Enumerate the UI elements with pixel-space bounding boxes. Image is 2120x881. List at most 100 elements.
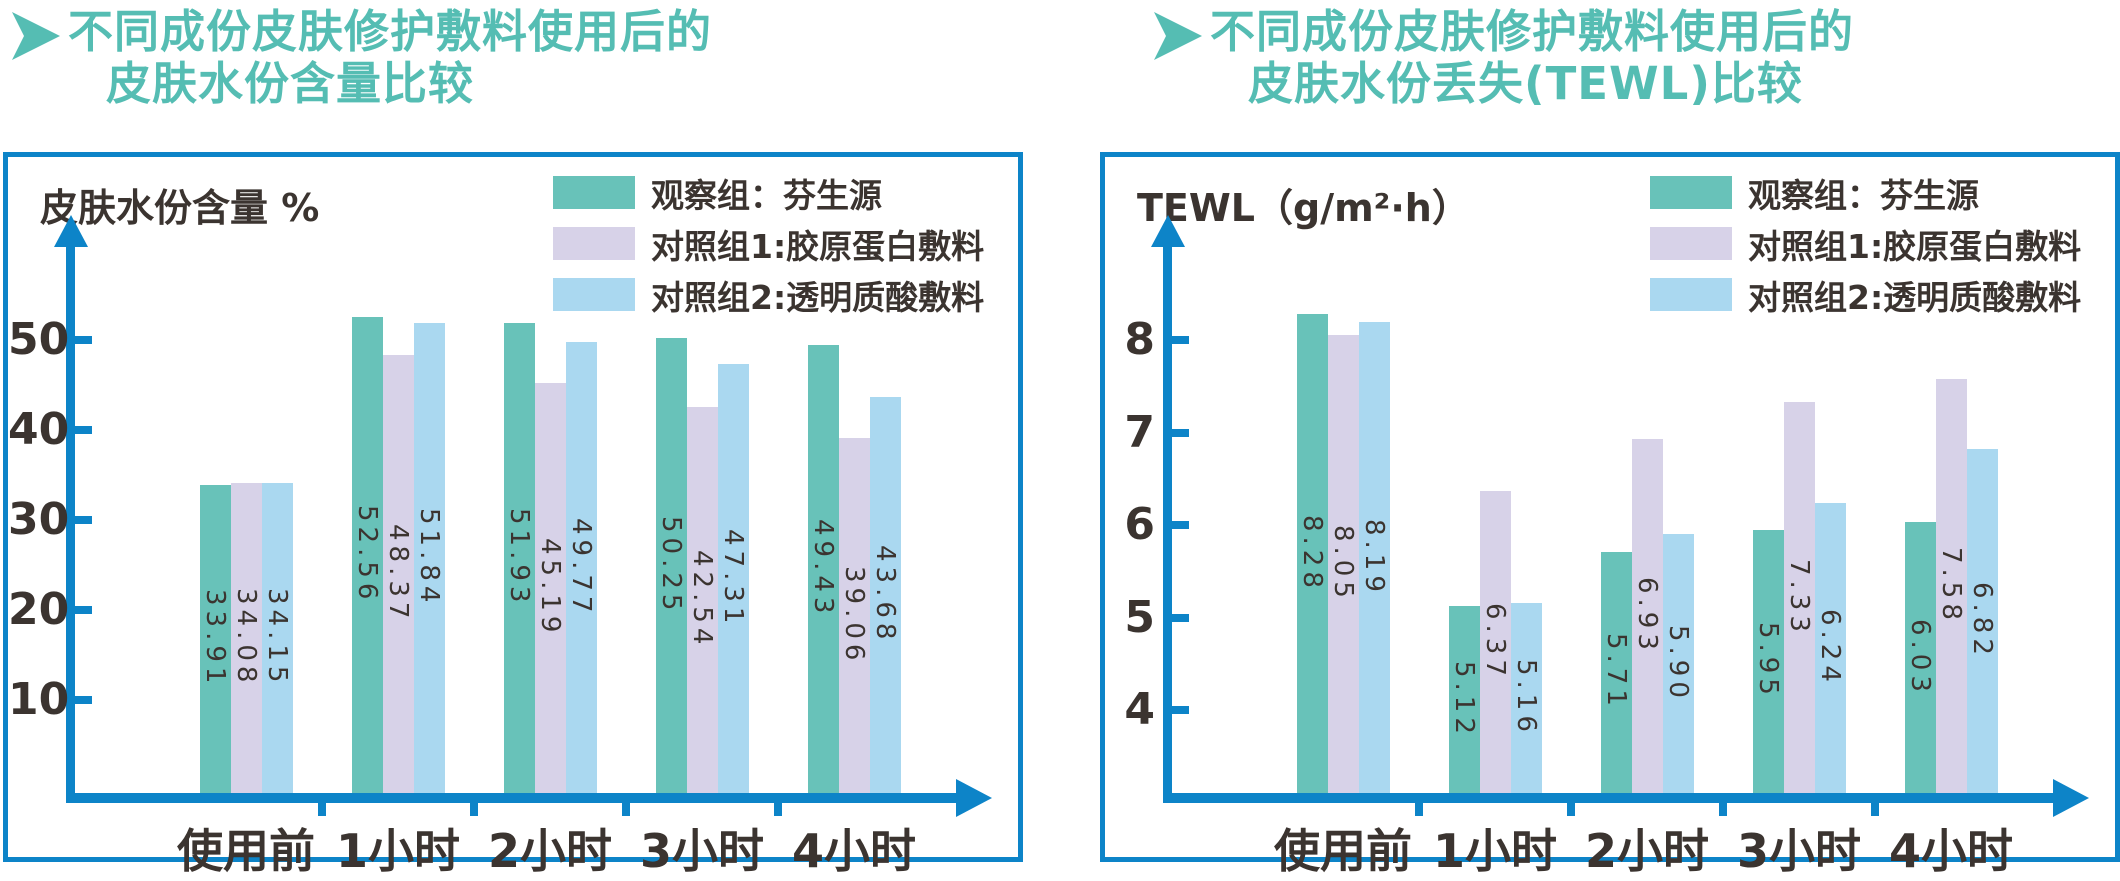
bar: 49.43 <box>807 345 839 793</box>
bar-value-label: 7.58 <box>1936 546 1966 625</box>
y-axis-tick <box>1172 613 1189 622</box>
bar-value-label: 33.91 <box>200 589 230 689</box>
bar: 6.24 <box>1814 502 1846 793</box>
x-axis-category-label: 3小时 <box>1736 824 1862 878</box>
y-axis-label: TEWL（g/m²·h） <box>1137 186 1470 230</box>
chart-title-moisture: 不同成份皮肤修护敷料使用后的 皮肤水份含量比较 <box>10 6 712 110</box>
bar-value-label: 42.54 <box>687 550 717 650</box>
arrow-bullet-icon <box>12 12 60 60</box>
y-axis-tick-label: 5 <box>1124 591 1155 643</box>
x-axis-tick <box>774 803 782 816</box>
y-axis-tick-label: 10 <box>8 674 70 725</box>
x-axis-category-label: 1小时 <box>335 824 461 878</box>
bar-value-label: 6.93 <box>1632 577 1662 655</box>
x-axis-tick <box>622 803 630 816</box>
y-axis-tick-label: 30 <box>8 494 70 545</box>
bar-value-label: 49.77 <box>566 517 596 618</box>
title-line-2: 皮肤水份含量比较 <box>106 57 475 110</box>
x-axis-tick <box>1415 803 1423 816</box>
legend-swatch-blue <box>1650 278 1732 311</box>
y-axis-tick-label: 4 <box>1124 684 1155 735</box>
bar-value-label: 48.37 <box>383 524 413 624</box>
bar-value-label: 6.37 <box>1480 602 1510 681</box>
x-axis-tick <box>470 803 478 816</box>
bar-value-label: 8.05 <box>1328 525 1358 604</box>
bar-value-label: 5.12 <box>1449 660 1479 739</box>
title-line-2: 皮肤水份丢失(TEWL)比较 <box>1248 57 1803 110</box>
legend: 观察组：芬生源 对照组1:胶原蛋白敷料 对照组2:透明质酸敷料 <box>553 167 984 320</box>
legend-label: 对照组1:胶原蛋白敷料 <box>651 226 985 266</box>
bar-value-label: 5.71 <box>1601 633 1631 712</box>
legend-label: 对照组1:胶原蛋白敷料 <box>1748 226 2082 266</box>
legend-item: 对照组1:胶原蛋白敷料 <box>553 218 984 269</box>
bar-value-label: 5.16 <box>1511 658 1541 737</box>
bar-value-label: 6.82 <box>1967 582 1997 660</box>
bar-value-label: 5.95 <box>1753 622 1783 701</box>
bar: 5.95 <box>1752 529 1784 793</box>
x-axis-category-label: 使用前 <box>177 824 315 878</box>
y-axis-arrow-icon <box>1150 215 1185 247</box>
y-axis-tick <box>75 696 92 704</box>
bar: 8.28 <box>1296 314 1328 793</box>
legend-item: 观察组：芬生源 <box>553 167 984 218</box>
bar: 6.82 <box>1966 449 1998 793</box>
bar-value-label: 6.24 <box>1815 608 1845 687</box>
x-axis-category-label: 3小时 <box>639 824 765 878</box>
legend-swatch-teal <box>553 176 635 209</box>
arrow-bullet-icon <box>1154 12 1202 60</box>
legend-label: 观察组：芬生源 <box>651 175 882 215</box>
x-axis-category-label: 2小时 <box>1584 824 1710 878</box>
bar-value-label: 49.43 <box>808 519 838 619</box>
bar: 5.16 <box>1510 602 1542 793</box>
bar: 8.19 <box>1358 322 1390 793</box>
x-axis-arrow-icon <box>2053 779 2089 817</box>
bar-value-label: 50.25 <box>656 515 686 616</box>
y-axis-tick <box>75 516 92 524</box>
bar: 5.90 <box>1662 534 1694 793</box>
y-axis-tick-label: 40 <box>8 404 70 455</box>
bar: 5.12 <box>1448 606 1480 793</box>
legend-item: 观察组：芬生源 <box>1650 167 2081 218</box>
bar-value-label: 51.84 <box>414 508 444 608</box>
bar-value-label: 5.90 <box>1663 624 1693 703</box>
y-axis-line <box>66 243 75 803</box>
legend-swatch-blue <box>553 278 635 311</box>
x-axis-category-label: 2小时 <box>487 824 613 878</box>
bar-value-label: 45.19 <box>535 538 565 638</box>
bar: 34.15 <box>261 482 293 793</box>
bar-value-label: 8.19 <box>1359 518 1389 597</box>
y-axis-tick <box>75 426 92 434</box>
chart-title-tewl: 不同成份皮肤修护敷料使用后的 皮肤水份丢失(TEWL)比较 <box>1152 6 1854 110</box>
x-axis-tick <box>1871 803 1879 816</box>
bar-value-label: 39.06 <box>839 566 869 666</box>
x-axis-tick <box>1567 803 1575 816</box>
x-axis-tick <box>318 803 326 816</box>
legend-swatch-lavender <box>553 227 635 260</box>
y-axis-tick-label: 8 <box>1124 314 1155 365</box>
x-axis-arrow-icon <box>956 779 992 817</box>
bar: 45.19 <box>534 383 566 793</box>
bar: 5.71 <box>1600 551 1632 793</box>
y-axis-tick-label: 50 <box>8 314 70 365</box>
legend-item: 对照组2:透明质酸敷料 <box>553 269 984 320</box>
bar-value-label: 34.15 <box>262 588 292 688</box>
bar: 7.33 <box>1783 401 1815 793</box>
bar: 49.77 <box>565 342 597 793</box>
y-axis-tick-label: 7 <box>1124 406 1155 458</box>
legend-item: 对照组1:胶原蛋白敷料 <box>1650 218 2081 269</box>
x-axis-tick <box>1719 803 1727 816</box>
bar: 51.84 <box>413 323 445 793</box>
y-axis-tick-label: 6 <box>1124 499 1155 550</box>
legend-label: 对照组2:透明质酸敷料 <box>1748 277 2082 317</box>
bar: 52.56 <box>351 316 383 793</box>
bar-value-label: 43.68 <box>870 545 900 645</box>
chart-panel-moisture: 皮肤水份含量 % 观察组：芬生源 对照组1:胶原蛋白敷料 对照组2:透明质酸敷料… <box>3 152 1023 878</box>
title-line-1: 不同成份皮肤修护敷料使用后的 <box>68 5 713 58</box>
bar: 51.93 <box>503 322 535 793</box>
bar-value-label: 8.28 <box>1297 514 1327 593</box>
x-axis-line <box>66 793 956 803</box>
legend: 观察组：芬生源 对照组1:胶原蛋白敷料 对照组2:透明质酸敷料 <box>1650 167 2081 320</box>
legend-swatch-lavender <box>1650 227 1732 260</box>
bar: 6.37 <box>1479 490 1511 793</box>
legend-label: 对照组2:透明质酸敷料 <box>651 277 985 317</box>
